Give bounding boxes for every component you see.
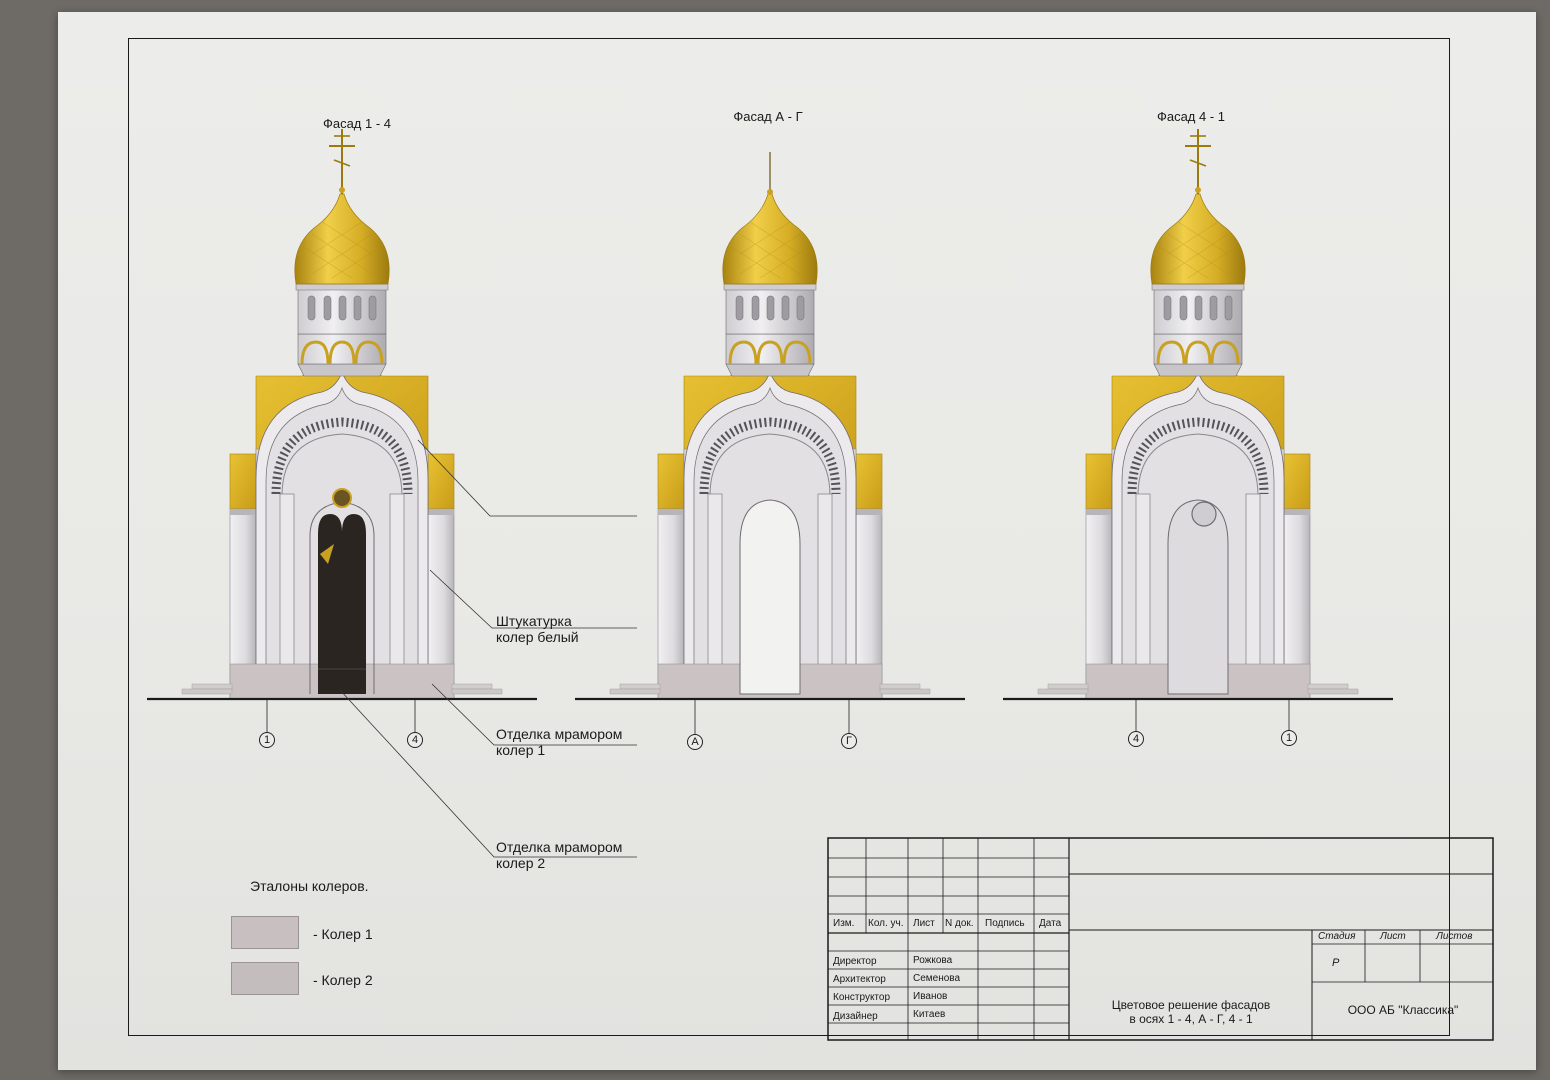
tb-company: ООО АБ "Классика" xyxy=(1347,1003,1459,1017)
tb-drawing-title-line: в осях 1 - 4, А - Г, 4 - 1 xyxy=(1129,1012,1253,1026)
tb-sheets-header: Листов xyxy=(1436,931,1473,942)
tb-header-change: Изм. xyxy=(833,918,855,929)
facade-title-2: Фасад А - Г xyxy=(733,109,803,124)
swatch-label-2: - Колер 2 xyxy=(313,972,373,988)
tb-name: Иванов xyxy=(913,991,948,1002)
tb-name: Китаев xyxy=(913,1009,946,1020)
callout-plaster: Штукатурка колер белый xyxy=(496,613,579,645)
tb-stage-header: Стадия xyxy=(1318,931,1356,942)
tb-role: Конструктор xyxy=(833,992,891,1003)
axis-marker: 4 xyxy=(407,732,423,748)
tb-header-date: Дата xyxy=(1039,918,1062,929)
swatch-label-1: - Колер 1 xyxy=(313,926,373,942)
callout-line: Отделка мрамором xyxy=(496,839,623,855)
tb-header-doc: N док. xyxy=(945,918,974,929)
legend-title: Эталоны колеров. xyxy=(250,878,369,894)
tb-drawing-title: Цветовое решение фасадов в осях 1 - 4, А… xyxy=(1080,998,1302,1026)
tb-sheet-header: Лист xyxy=(1380,931,1406,942)
facade-title-3: Фасад 4 - 1 xyxy=(1156,109,1226,124)
color-swatch-1 xyxy=(231,916,299,949)
tb-role: Директор xyxy=(833,956,877,967)
tb-header-signature: Подпись xyxy=(985,918,1025,929)
callout-marble-1: Отделка мрамором колер 1 xyxy=(496,726,622,758)
callout-line: колер белый xyxy=(496,629,579,645)
tb-name: Рожкова xyxy=(913,955,953,966)
tb-drawing-title-line: Цветовое решение фасадов xyxy=(1111,998,1271,1012)
callout-line: Отделка мрамором xyxy=(496,726,623,742)
facade-title-1: Фасад 1 - 4 xyxy=(322,116,392,131)
tb-header-sheet: Лист xyxy=(913,918,935,929)
tb-stage-value: Р xyxy=(1332,957,1340,969)
axis-marker: 4 xyxy=(1128,731,1144,747)
axis-marker: 1 xyxy=(1281,730,1297,746)
callout-line: Штукатурка xyxy=(496,613,572,629)
axis-marker: А xyxy=(687,734,703,750)
callout-line: колер 2 xyxy=(496,855,546,871)
color-swatch-2 xyxy=(231,962,299,995)
axis-marker: 1 xyxy=(259,732,275,748)
callout-marble-2: Отделка мрамором колер 2 xyxy=(496,839,622,871)
tb-header-qty: Кол. уч. xyxy=(868,918,904,929)
drawing-frame xyxy=(128,38,1450,1036)
axis-marker: Г xyxy=(841,733,857,749)
tb-name: Семенова xyxy=(913,973,961,984)
callout-line: колер 1 xyxy=(496,742,546,758)
tb-role: Архитектор xyxy=(833,974,886,985)
tb-role: Дизайнер xyxy=(833,1011,878,1022)
